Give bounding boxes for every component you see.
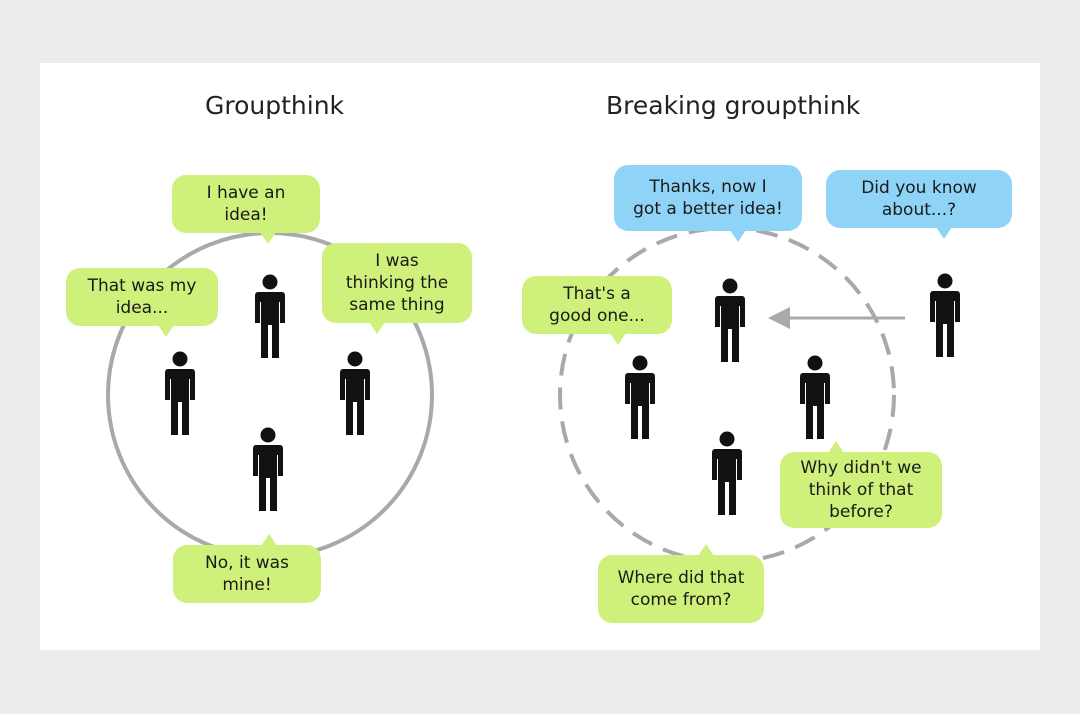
breaking-groupthink-title: Breaking groupthink [606, 91, 861, 120]
person-icon [165, 351, 195, 435]
arrowhead-icon [768, 307, 790, 329]
speech-bubble-no-it-was-mine: No, it was mine! [173, 545, 321, 603]
groupthink-title: Groupthink [205, 91, 345, 120]
speech-bubble-thanks-better-idea: Thanks, now I got a better idea! [614, 165, 802, 231]
speech-bubble-same-thing: I was thinking the same thing [322, 243, 472, 323]
speech-bubble-where-did-that-come-from: Where did that come from? [598, 555, 764, 623]
speech-bubble-i-have-an-idea: I have an idea! [172, 175, 320, 233]
speech-bubble-good-one: That's a good one... [522, 276, 672, 334]
person-icon [255, 274, 285, 358]
person-icon [712, 431, 742, 515]
speech-bubble-did-you-know: Did you know about...? [826, 170, 1012, 228]
person-icon [340, 351, 370, 435]
speech-bubble-that-was-my-idea: That was my idea... [66, 268, 218, 326]
person-icon [715, 278, 745, 362]
person-icon [253, 427, 283, 511]
person-icon [800, 355, 830, 439]
person-icon [625, 355, 655, 439]
speech-bubble-why-didnt-we: Why didn't we think of that before? [780, 452, 942, 528]
outsider-person-icon [930, 273, 960, 357]
